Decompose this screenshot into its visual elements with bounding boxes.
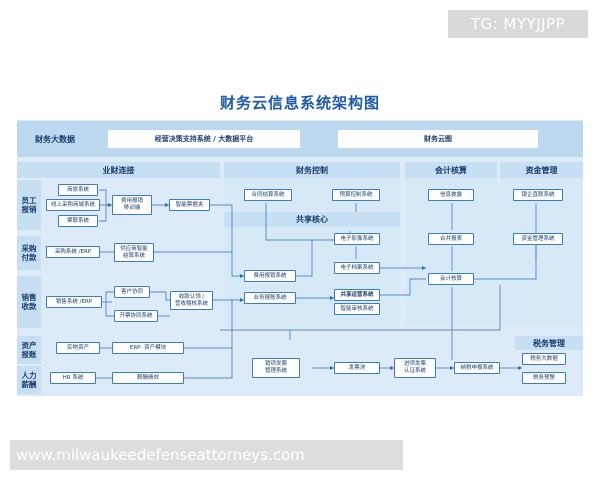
tax-header bbox=[515, 336, 583, 350]
expense-system-box: 费用报销系统 bbox=[244, 270, 296, 282]
treasury-header bbox=[500, 162, 583, 178]
tax-title: 税务管理 bbox=[533, 338, 565, 348]
smart-audit-box: 智能审核系统 bbox=[334, 303, 380, 315]
hr-system-box: HR 系统 bbox=[50, 372, 96, 384]
customer-collab-box: 客户协同 bbox=[114, 286, 150, 298]
decision-platform-box: 经营决策支持系统 / 大数据平台 bbox=[108, 130, 300, 148]
output-invoice-box: 销项发票 管理系统 bbox=[252, 358, 300, 378]
row-label-procure: 采购 付款 bbox=[17, 236, 41, 270]
receivable-audit-box: 收款认领 / 营收稽核系统 bbox=[170, 291, 213, 310]
finance-control-title: 财务控制 bbox=[296, 165, 328, 175]
travel-system-box: 商旅系统 bbox=[58, 184, 98, 196]
accounting-header bbox=[405, 162, 497, 178]
tax-bigdata-box: 税务大数据 bbox=[522, 353, 566, 365]
business-link-title: 业财连接 bbox=[102, 165, 135, 175]
sales-erp-box: 销售系统 /ERP bbox=[46, 296, 102, 308]
consolidated-report-box: 合并报表 bbox=[428, 233, 474, 245]
treasury-title: 资金管理 bbox=[525, 165, 558, 175]
info-disclosure-box: 信息披露 bbox=[428, 189, 474, 201]
invoice-pool-box: 发票池 bbox=[334, 362, 380, 374]
archive-system-box: 电子档案系统 bbox=[334, 262, 380, 274]
row-label-staff: 员工 报销 bbox=[17, 180, 41, 230]
big-data-label: 财务大数据 bbox=[35, 134, 75, 144]
business-link-section bbox=[17, 162, 220, 178]
row-label-hr: 人力 薪酬 bbox=[17, 366, 41, 394]
watermark-bottom: www.milwaukeedefenseattorneys.com bbox=[10, 440, 403, 470]
expense-mobile-box: 费用报销 移动端 bbox=[112, 195, 152, 215]
procurement-erp-box: 采购系统 /ERP bbox=[46, 246, 100, 258]
input-invoice-verify-box: 进项发票 认证系统 bbox=[394, 358, 436, 378]
supplier-settlement-box: 供应商智能 结算系统 bbox=[114, 243, 154, 262]
ticket-system-box: 票联系统 bbox=[58, 215, 98, 227]
finance-cloud-map-box: 财务云图 bbox=[338, 130, 538, 148]
smart-docs-box: 智能票据夹 bbox=[169, 199, 210, 211]
invoicing-collab-box: 开票协同系统 bbox=[114, 310, 158, 322]
online-mall-box: 线上采购商城系统 bbox=[46, 199, 100, 211]
watermark-top: TG: MYYJJPP bbox=[448, 10, 588, 38]
image-system-box: 电子影像系统 bbox=[334, 233, 380, 245]
erp-asset-module-box: ERP- 资产模块 bbox=[112, 342, 184, 354]
business-report-box: 业务报账系统 bbox=[244, 292, 296, 304]
contract-settlement-box: 合同结算系统 bbox=[244, 189, 292, 201]
salary-performance-box: 薪酬绩效 bbox=[112, 372, 184, 384]
accounting-core-box: 会计核算 bbox=[428, 273, 474, 285]
row-label-asset: 资产 报账 bbox=[17, 336, 41, 364]
tax-filing-box: 纳税申报系统 bbox=[454, 362, 500, 374]
page-title: 财务云信息系统架构图 bbox=[219, 94, 380, 112]
finance-control-header bbox=[224, 162, 400, 178]
accounting-title: 会计核算 bbox=[435, 165, 467, 175]
fund-management-box: 资金管理系统 bbox=[513, 233, 563, 245]
bank-direct-box: 银企直联系统 bbox=[513, 189, 563, 201]
row-label-sales: 销售 收款 bbox=[17, 276, 41, 328]
tax-alert-box: 税务预警 bbox=[522, 372, 566, 384]
shared-ops-box: 共享运营系统 bbox=[334, 289, 380, 301]
budget-control-box: 预算控制系统 bbox=[332, 189, 380, 201]
physical-asset-box: 实物资产 bbox=[56, 342, 100, 354]
shared-core-title: 共享核心 bbox=[296, 215, 328, 224]
